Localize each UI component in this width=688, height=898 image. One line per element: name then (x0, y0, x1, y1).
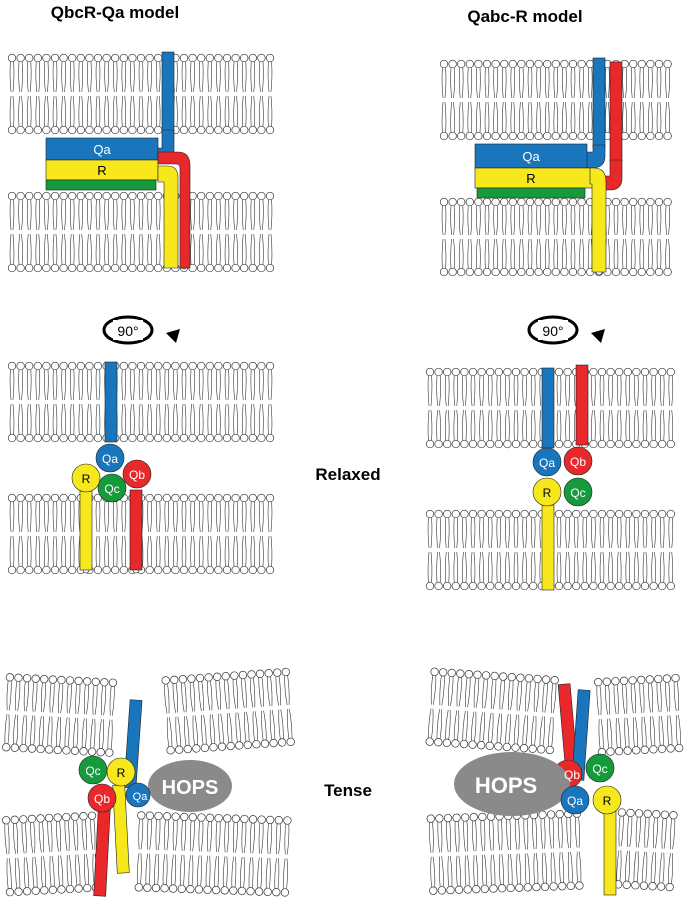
qb-label: Qb (564, 768, 580, 782)
qa-domain (560, 785, 590, 815)
panel-qabcr-tense: HOPS Qb Qc Qa R (454, 683, 622, 896)
lipid-bilayer (7, 53, 275, 135)
qc-label: Qc (104, 482, 119, 496)
panel-qbcr-side: Qa R (45, 51, 191, 269)
qa-label: Qa (102, 452, 118, 466)
qb-transmembrane-helix (609, 61, 623, 163)
qa-label: Qa (522, 149, 540, 164)
r-label: R (97, 163, 106, 178)
lipid-bilayer (425, 509, 675, 591)
lipid-bilayer (594, 673, 684, 757)
r-transmembrane-helix (541, 504, 555, 591)
panel-qabcr-relaxed: Qa Qb R Qc (532, 364, 593, 591)
r-label: R (117, 766, 126, 780)
r-domain (71, 463, 101, 493)
qa-domain (125, 782, 151, 808)
qa-transmembrane-helix (592, 57, 606, 149)
qa-domain (95, 443, 125, 473)
qa-helix (474, 143, 588, 169)
qa-domain (532, 447, 562, 477)
r-label: R (543, 486, 552, 500)
qa-helix-bend (584, 144, 606, 169)
qc-domain (585, 753, 615, 783)
qa-label: Qa (567, 794, 583, 808)
r-label: R (526, 171, 535, 186)
panel-qbcr-relaxed: Qa R Qb Qc (71, 361, 152, 571)
lipid-bilayer (426, 809, 584, 895)
qc-domain (97, 473, 127, 503)
rotate-right-icon: 90° (527, 315, 605, 345)
qa-label: Qa (539, 456, 555, 470)
lipid-bilayer (425, 667, 559, 755)
lipid-bilayer (439, 197, 672, 277)
lipid-bilayer (439, 59, 672, 141)
left-model-title: QbcR-Qa model (51, 3, 179, 22)
qb-helix (157, 151, 191, 269)
hops-complex (148, 760, 232, 812)
lipid-bilayer (2, 811, 100, 897)
qc-helix (476, 187, 586, 199)
right-model-title: Qabc-R model (467, 7, 582, 26)
lipid-bilayer (7, 191, 275, 273)
hops-label: HOPS (475, 773, 537, 798)
qa-transmembrane-helix (541, 367, 555, 449)
panel-qabcr-side: Qa R (474, 57, 623, 273)
r-label: R (82, 472, 91, 486)
r-domain (532, 477, 562, 507)
tense-label: Tense (324, 781, 372, 800)
qc-label: Qc (592, 762, 607, 776)
qc-helix (45, 179, 157, 191)
qb-domain (563, 446, 593, 476)
r-domain (592, 785, 622, 815)
qa-transmembrane-helix (104, 361, 118, 443)
r-transmembrane-helix (157, 165, 179, 269)
lipid-bilayer (161, 667, 295, 755)
qc-domain (563, 477, 593, 507)
rotation-label-right: 90° (542, 323, 563, 339)
qc-label: Qc (85, 764, 100, 778)
lipid-bilayer (614, 808, 678, 892)
r-label: R (603, 794, 612, 808)
hops-label: HOPS (162, 777, 219, 799)
panel-qbcr-tense: HOPS Qa Qc R Qb (78, 699, 232, 897)
lipid-bilayer (2, 673, 118, 757)
qa-label: Qa (133, 791, 149, 803)
qb-label: Qb (94, 792, 110, 806)
r-transmembrane-helix (603, 809, 617, 896)
qa-label: Qa (93, 142, 111, 157)
hops-complex (454, 752, 570, 816)
rotate-left-icon: 90° (102, 315, 180, 345)
qb-transmembrane-helix (575, 364, 589, 446)
lipid-bilayer (134, 811, 292, 897)
qc-label: Qc (570, 486, 585, 500)
r-domain (106, 757, 136, 787)
qb-domain (87, 783, 117, 813)
qb-label: Qb (570, 455, 586, 469)
qb-domain (122, 459, 152, 489)
r-transmembrane-helix (589, 167, 607, 273)
r-transmembrane-helix (79, 489, 93, 571)
qb-transmembrane-helix (129, 489, 143, 571)
qb-label: Qb (129, 468, 145, 482)
relaxed-label: Relaxed (315, 465, 380, 484)
lipid-bilayer (7, 361, 275, 443)
qa-transmembrane-helix (161, 51, 175, 133)
qb-transmembrane-helix (93, 807, 111, 897)
rotation-label-left: 90° (117, 323, 138, 339)
